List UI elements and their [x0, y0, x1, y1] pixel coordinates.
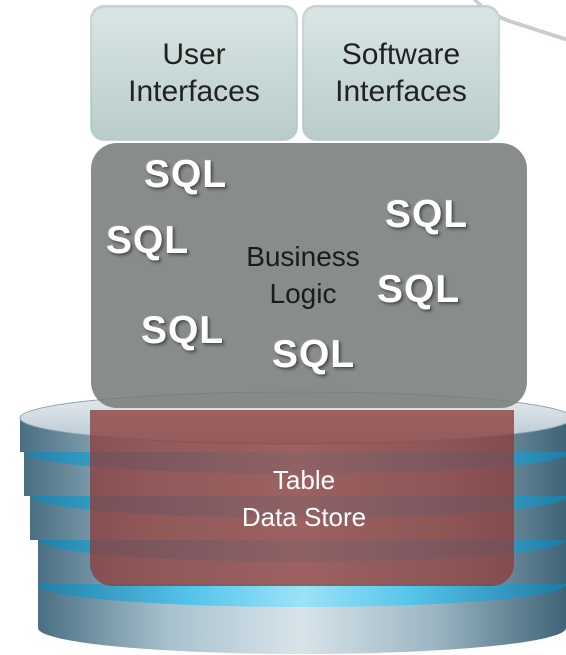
data-store-label: Table Data Store [241, 465, 367, 532]
data-store-box [90, 410, 514, 586]
business-logic-label: Business Logic [246, 241, 360, 309]
user-interfaces-label: User Interfaces [128, 38, 260, 108]
sql-token: SQL [106, 219, 190, 262]
software-interfaces-box: Software Interfaces [302, 5, 500, 141]
software-interfaces-label: Software Interfaces [335, 38, 467, 108]
sql-token: SQL [144, 153, 228, 196]
business-logic-box [91, 143, 527, 408]
sql-token: SQL [141, 309, 225, 352]
sql-token: SQL [272, 333, 356, 376]
sql-token: SQL [377, 268, 461, 311]
sql-token: SQL [385, 193, 469, 236]
user-interfaces-box: User Interfaces [90, 5, 298, 141]
